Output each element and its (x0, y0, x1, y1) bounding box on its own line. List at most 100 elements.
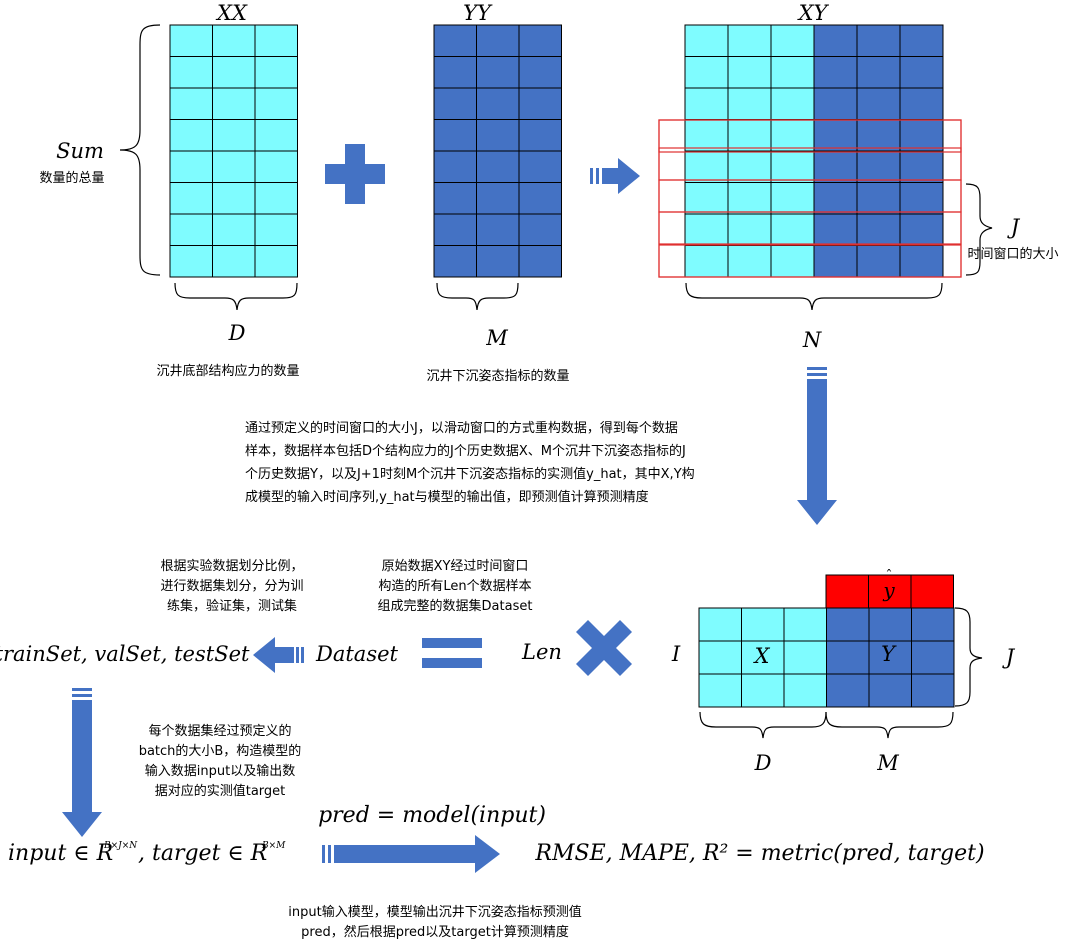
xy-cell (727, 182, 772, 215)
xx-cell (254, 24, 298, 57)
j-label-middle: J (1002, 645, 1016, 669)
j-description: 时间窗口的大小 (967, 246, 1058, 262)
yy-cell (518, 119, 562, 152)
sum-brace (119, 24, 161, 276)
d-label-middle: D (754, 751, 772, 775)
dataset-desc-line: 构造的所有Len个数据样本 (378, 578, 531, 594)
yy-grid (433, 24, 562, 278)
explain-line: 个历史数据Y，以及J+1时刻M个沉井下沉姿态指标的实测值y_hat，其中X,Y构 (245, 466, 695, 482)
sample-cell (698, 673, 742, 708)
n-label-top: N (802, 328, 822, 352)
sample-cell (741, 640, 785, 675)
sample-cell (911, 640, 955, 675)
xy-cell (856, 213, 901, 246)
yy-cell (433, 56, 477, 89)
sample-cell (911, 673, 955, 708)
xy-cell (856, 56, 901, 89)
batch-line: batch的大小B，构造模型的 (139, 743, 302, 759)
xy-cell (727, 56, 772, 89)
yhat-hat-mark: ˆ (886, 568, 893, 584)
xx-cell (169, 182, 213, 215)
xy-cell (899, 182, 944, 215)
yy-cell (518, 182, 562, 215)
sample-cell (911, 607, 955, 642)
yy-cell (433, 213, 477, 246)
yy-cell (433, 150, 477, 183)
svg-text:B×M: B×M (261, 841, 286, 851)
j-brace-top (965, 183, 993, 276)
yy-cell (433, 182, 477, 215)
xy-cell (899, 150, 944, 183)
yy-cell (518, 24, 562, 57)
xy-cell (856, 24, 901, 57)
sample-cell (826, 640, 870, 675)
xy-cell (899, 119, 944, 152)
sample-cell (783, 607, 827, 642)
xy-cell (684, 56, 729, 89)
xx-cell (254, 245, 298, 278)
xy-cell (899, 87, 944, 120)
xx-cell (212, 24, 256, 57)
d-description: 沉井底部结构应力的数量 (156, 363, 299, 379)
xy-cell (813, 24, 858, 57)
batch-description: 每个数据集经过预定义的batch的大小B，构造模型的输入数据input以及输出数… (139, 723, 302, 799)
xx-cell (169, 245, 213, 278)
xx-cell (212, 119, 256, 152)
xy-cell (813, 56, 858, 89)
d-label-top: D (228, 321, 246, 345)
dataset-desc-line: 组成完整的数据集Dataset (378, 598, 533, 614)
y-label: Y (881, 642, 897, 666)
split-line: 根据实验数据划分比例， (160, 558, 303, 574)
xy-cell (770, 87, 815, 120)
xy-cell (727, 87, 772, 120)
sample-cell (783, 673, 827, 708)
xy-cell (856, 119, 901, 152)
yy-cell (476, 182, 520, 215)
xx-cell (254, 182, 298, 215)
batch-line: 输入数据input以及输出数 (145, 763, 295, 779)
sample-cell (741, 607, 785, 642)
yy-cell (476, 87, 520, 120)
xy-cell (856, 150, 901, 183)
xy-cell (727, 245, 772, 278)
xy-cell (770, 245, 815, 278)
equals-icon (422, 638, 482, 668)
xx-title: XX (215, 1, 248, 25)
xy-cell (770, 119, 815, 152)
xx-cell (169, 213, 213, 246)
xx-cell (254, 87, 298, 120)
pred-formula: pred = model(input) (318, 803, 546, 828)
sample-cell (868, 640, 912, 675)
d-brace-middle (699, 711, 827, 739)
xx-cell (254, 56, 298, 89)
yy-cell (476, 24, 520, 57)
m-brace (436, 282, 519, 311)
sets-label: trainSet, valSet, testSet (0, 642, 250, 666)
xy-cell (684, 245, 729, 278)
xy-cell (813, 87, 858, 120)
explanation-text: 通过预定义的时间窗口的大小J，以滑动窗口的方式重构数据，得到每个数据样本，数据样… (245, 420, 695, 505)
yy-cell (476, 150, 520, 183)
n-brace (685, 282, 943, 311)
output-description: input输入模型，模型输出沉井下沉姿态指标预测值pred，然后根据pred以及… (288, 904, 581, 940)
x-label: X (753, 644, 771, 668)
arrow-right-icon (590, 158, 640, 194)
xy-cell (899, 56, 944, 89)
sample-cell (783, 640, 827, 675)
input-formula: input ∈ R B×J×N , target ∈ R B×M (8, 841, 286, 866)
xx-cell (212, 56, 256, 89)
xy-cell (813, 213, 858, 246)
output-line: input输入模型，模型输出沉井下沉姿态指标预测值 (288, 904, 581, 920)
arrow-down-left-icon (62, 688, 102, 837)
explain-line: 通过预定义的时间窗口的大小J，以滑动窗口的方式重构数据，得到每个数据 (245, 420, 678, 436)
xy-cell (813, 182, 858, 215)
xy-cell (684, 182, 729, 215)
yy-cell (476, 56, 520, 89)
d-brace (174, 282, 298, 311)
sample-cell (741, 673, 785, 708)
yy-cell (433, 24, 477, 57)
sample-cell (868, 673, 912, 708)
sample-cell (698, 607, 742, 642)
